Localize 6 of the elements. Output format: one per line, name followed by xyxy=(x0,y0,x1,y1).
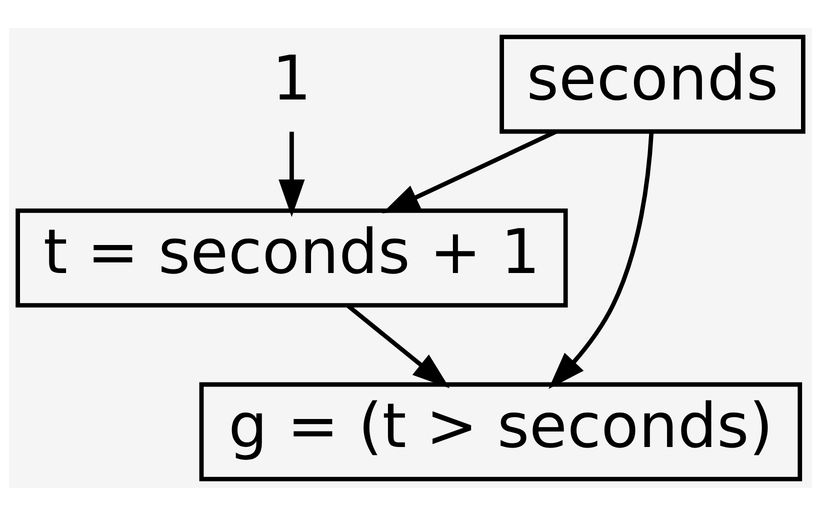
node-text: 1 xyxy=(272,42,311,114)
arrow xyxy=(278,131,304,216)
node-box: t = seconds + 1 xyxy=(15,208,568,307)
arrow xyxy=(548,132,654,389)
node-box: seconds xyxy=(499,34,805,134)
node-box: g = (t > seconds) xyxy=(198,382,802,481)
